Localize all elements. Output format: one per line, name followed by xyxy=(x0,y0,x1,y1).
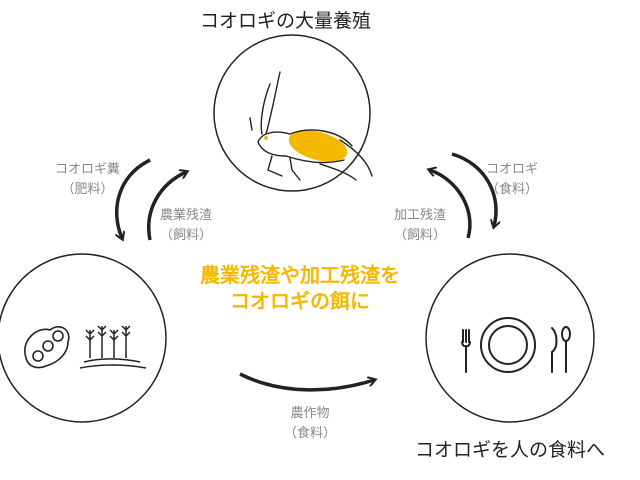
fork-icon xyxy=(461,329,471,373)
cycle-arrow-icon xyxy=(451,152,496,226)
center-message: 農業残渣や加工残渣を コオロギの餌に xyxy=(165,262,435,314)
cricket-food-label-line1: コオロギ xyxy=(486,162,539,177)
cricket-food-label-line2: （食料） xyxy=(486,182,539,197)
frass-label-line2: （肥料） xyxy=(61,182,114,197)
center-message-line1: 農業残渣や加工残渣を xyxy=(200,263,400,287)
process-residue-label: 加工残渣 （飼料） xyxy=(394,206,446,246)
bean-pod-icon xyxy=(24,326,70,369)
crops-label-line2: （食料） xyxy=(284,426,337,441)
frass-label: コオロギ糞 （肥料） xyxy=(55,160,120,200)
wheat-icon xyxy=(79,325,147,369)
cricket-food-label: コオロギ （食料） xyxy=(486,160,538,200)
agri-residue-label: 農業残渣 （飼料） xyxy=(160,206,212,246)
cycle-arrow-icon xyxy=(147,172,186,241)
food-title: コオロギを人の食料へ xyxy=(415,439,606,461)
agri-residue-label-line2: （飼料） xyxy=(160,228,213,243)
agri-residue-label-line1: 農業残渣 xyxy=(160,208,213,223)
cricket-icon xyxy=(249,71,373,181)
farm-circle xyxy=(0,253,167,423)
food-circle xyxy=(425,253,595,423)
cricket-farm-circle xyxy=(213,34,371,192)
process-residue-label-line1: 加工残渣 xyxy=(394,208,447,223)
cycle-arrow-icon xyxy=(114,158,151,238)
crops-label-line1: 農作物 xyxy=(290,406,330,421)
knife-icon xyxy=(551,327,558,373)
frass-label-line1: コオロギ糞 xyxy=(55,162,121,177)
cycle-arrow-icon xyxy=(239,372,374,392)
cycle-arrow-icon xyxy=(430,170,472,239)
spoon-icon xyxy=(561,326,571,373)
plate-icon xyxy=(480,317,536,373)
process-residue-label-line2: （飼料） xyxy=(394,228,447,243)
center-message-line2: コオロギの餌に xyxy=(230,289,370,313)
crops-label: 農作物 （食料） xyxy=(284,404,336,444)
cricket-farming-title: コオロギの大量養殖 xyxy=(200,10,372,32)
